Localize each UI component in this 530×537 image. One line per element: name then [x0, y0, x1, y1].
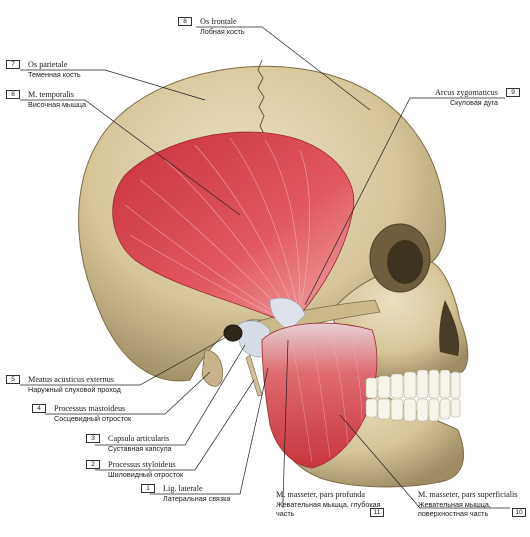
latin-term: Capsula articularis [108, 434, 170, 443]
label-meatus-acusticus: 5 Meatus acusticus externus Наружный слу… [6, 375, 121, 394]
latin-term: Arcus zygomaticus [434, 88, 498, 97]
label-processus-mastoideus: 4 Processus mastoideus Сосцевидный отрос… [32, 404, 131, 423]
russian-term: Наружный слуховой проход [28, 384, 121, 394]
label-number: 1 [141, 484, 155, 493]
label-os-frontale: 8 Os frontale Лобная кость [178, 17, 245, 36]
nasal-aperture [439, 300, 460, 356]
label-os-parietale: 7 Os parietale Теменная кость [6, 60, 81, 79]
label-arcus-zygomaticus: Arcus zygomaticus Скуловая дуга 9 [435, 88, 520, 107]
label-number: 2 [86, 460, 100, 469]
coronal-suture [257, 59, 266, 149]
russian-term: Жевательная мышца, глубокая часть [276, 499, 381, 519]
label-masseter-profunda: M. masseter, pars profunda Жевательная м… [276, 490, 384, 519]
label-number: 11 [370, 508, 384, 517]
label-number: 4 [32, 404, 46, 413]
label-m-temporalis: 6 M. temporalis Височная мышца [6, 90, 86, 109]
leader-lines [20, 26, 510, 509]
russian-term: Скуловая дуга [449, 97, 498, 107]
russian-term: Латеральная связка [163, 493, 231, 503]
latin-term: Meatus acusticus externus [28, 375, 114, 384]
russian-term: Шиловидный отросток [108, 469, 184, 479]
latin-term: Processus styloideus [108, 460, 176, 469]
label-masseter-superficialis: M. masseter, pars superficialis Жеватель… [418, 490, 526, 519]
masseter-muscle [261, 322, 378, 469]
label-number: 7 [6, 60, 20, 69]
label-number: 9 [506, 88, 520, 97]
latin-term: Os frontale [200, 17, 237, 26]
label-number: 10 [512, 508, 526, 517]
label-number: 6 [6, 90, 20, 99]
russian-term: Височная мышца [28, 99, 86, 109]
label-number: 3 [86, 434, 100, 443]
styloid-process [245, 354, 263, 397]
russian-term: Жевательная мышца, поверхностная часть [418, 499, 491, 519]
latin-term: Processus mastoideus [54, 404, 126, 413]
label-number: 8 [178, 17, 192, 26]
latin-term: M. temporalis [28, 90, 74, 99]
label-capsula-articularis: 3 Capsula articularis Суставная капсула [86, 434, 172, 453]
latin-term: Lig. laterale [163, 484, 203, 493]
latin-term: Os parietale [28, 60, 68, 69]
temporalis-muscle [112, 131, 355, 319]
latin-term: M. masseter, pars profunda [276, 490, 366, 499]
latin-term: M. masseter, pars superficialis [418, 490, 518, 499]
external-acoustic-meatus [223, 324, 243, 342]
teeth [365, 369, 461, 422]
temporalis-tendon [269, 297, 306, 331]
russian-term: Лобная кость [200, 26, 245, 36]
mastoid-process [201, 349, 223, 387]
russian-term: Сосцевидный отросток [54, 413, 132, 423]
label-lig-laterale: 1 Lig. laterale Латеральная связка [141, 484, 230, 503]
russian-term: Суставная капсула [108, 443, 172, 453]
label-number: 5 [6, 375, 20, 384]
label-processus-styloideus: 2 Processus styloideus Шиловидный отрост… [86, 460, 183, 479]
russian-term: Теменная кость [28, 69, 81, 79]
